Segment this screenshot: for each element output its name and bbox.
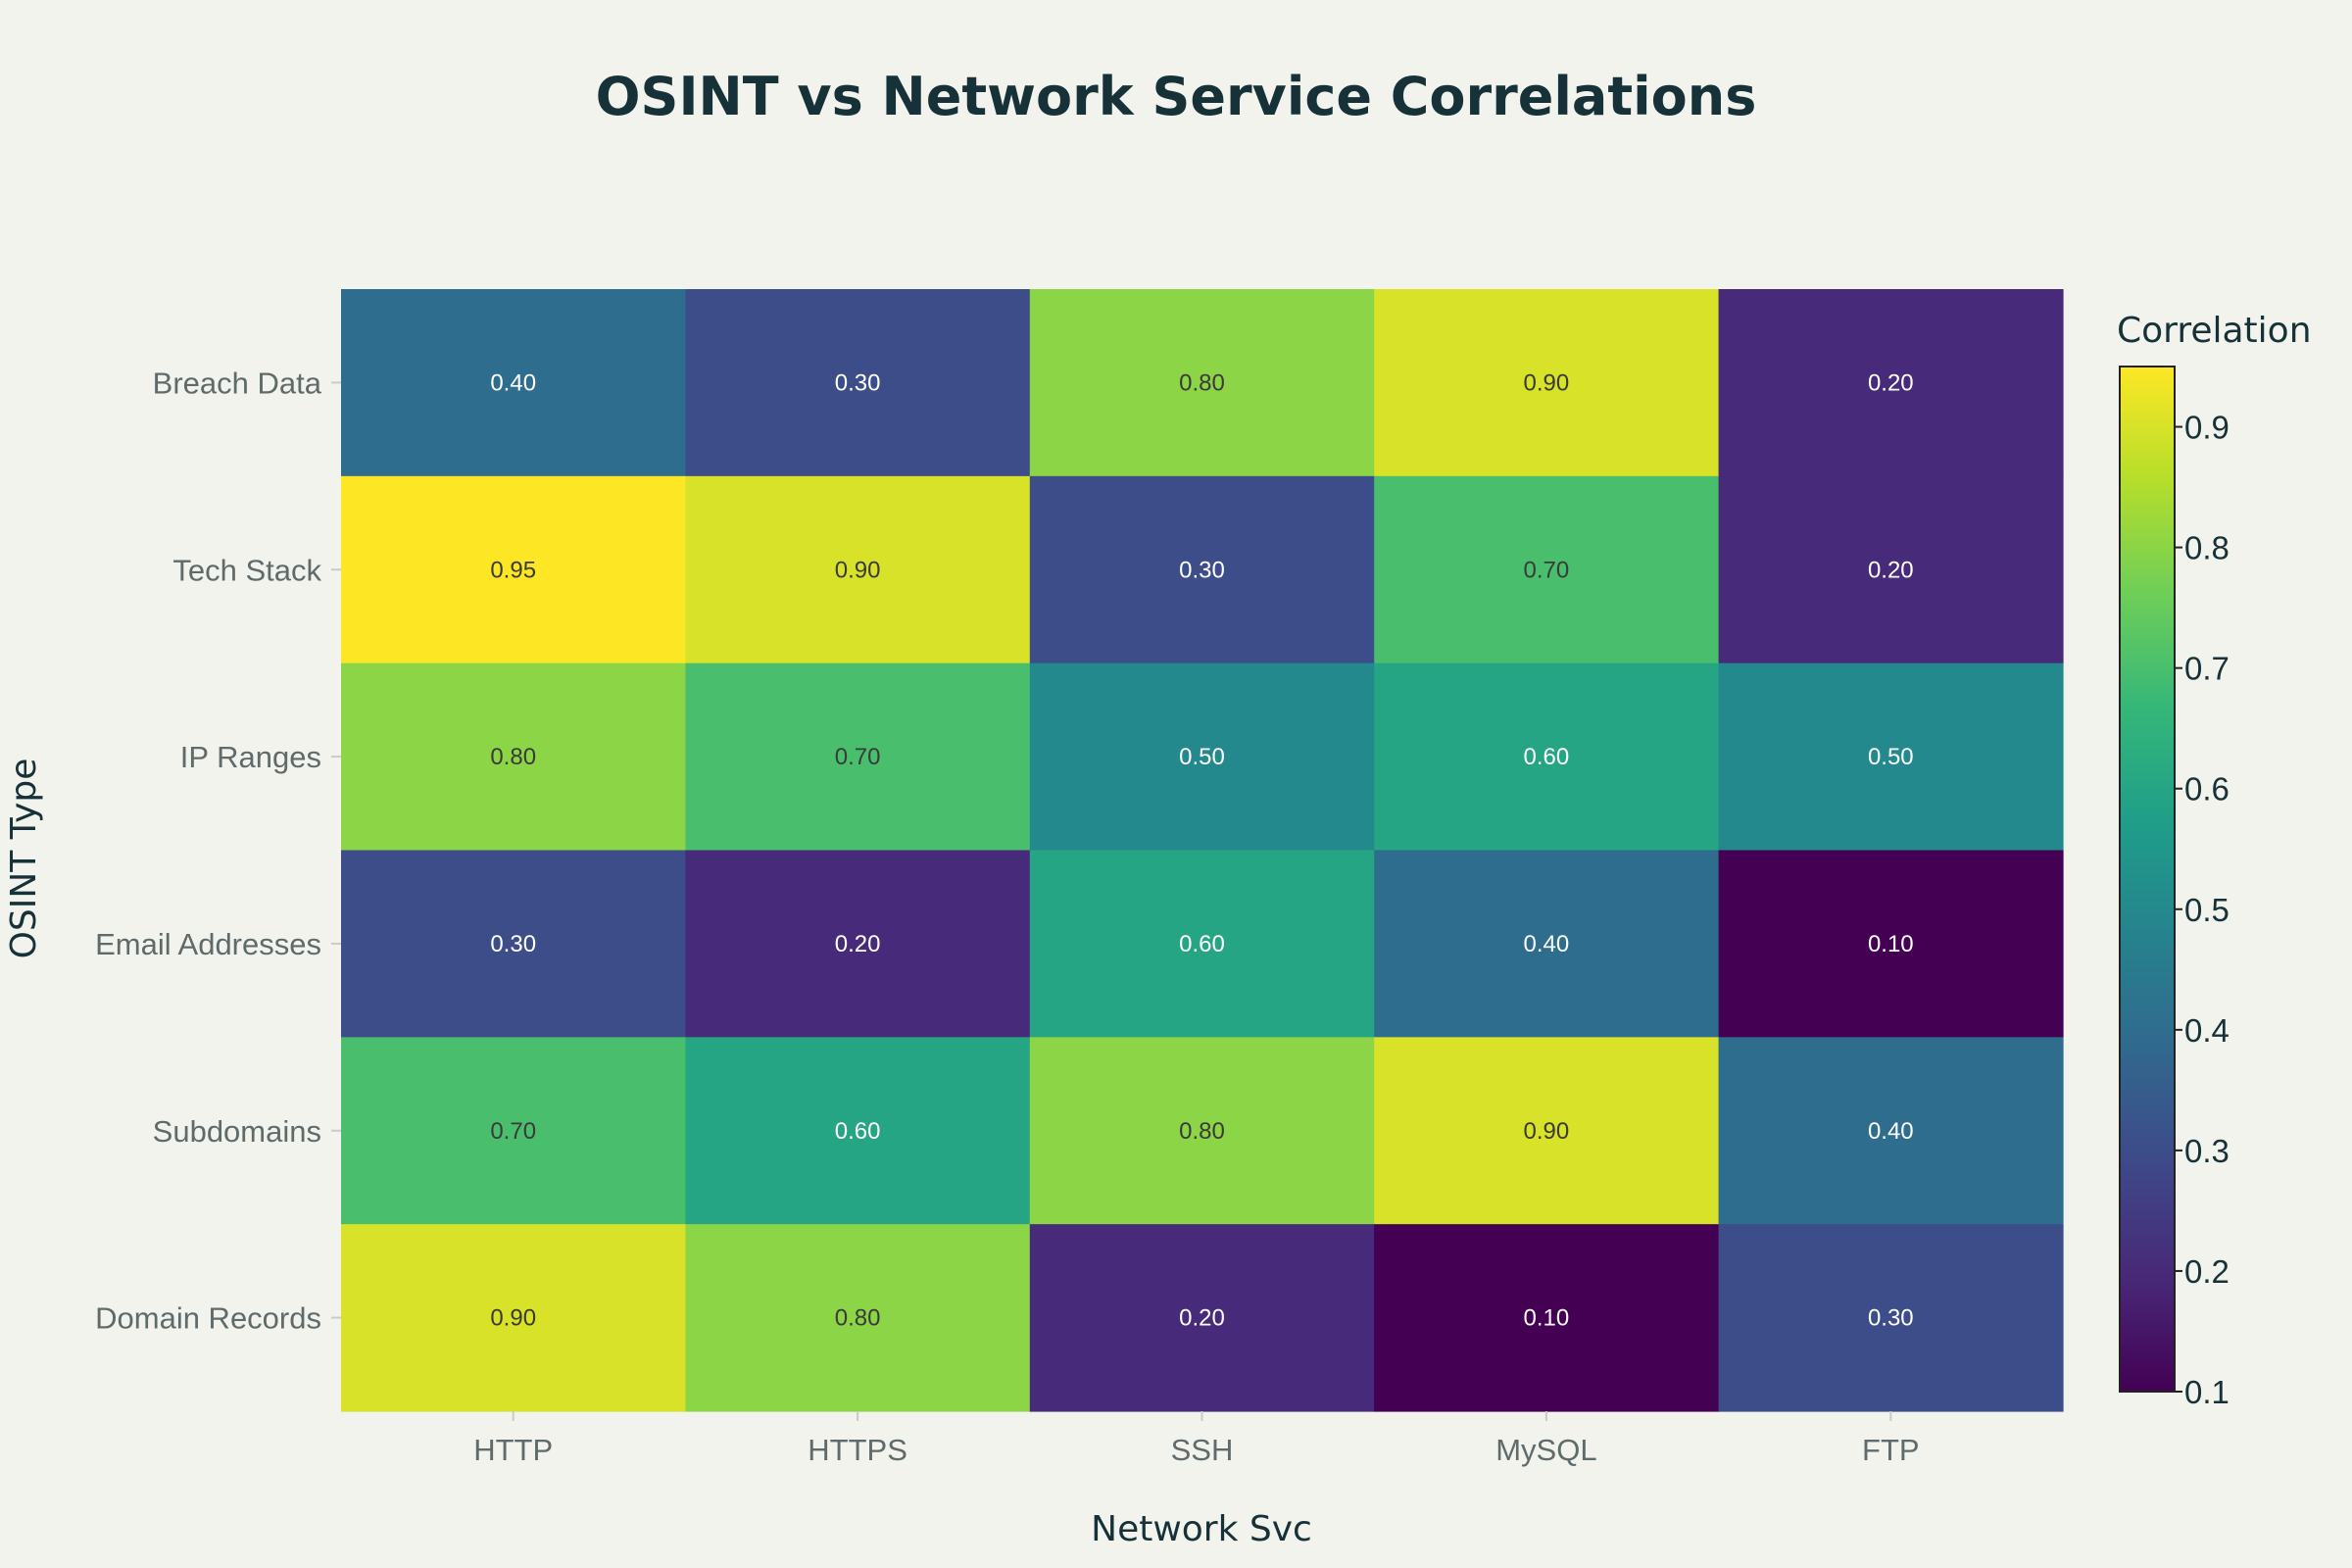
heatmap-cell xyxy=(685,1037,1031,1225)
cell-value-label: 0.80 xyxy=(1179,369,1225,396)
colorbar-tick-label: 0.1 xyxy=(2184,1374,2230,1410)
colorbar-ticks: 0.1 0.2 0.3 0.4 0.5 0.6 0.7 0.8 0.9 xyxy=(2175,410,2230,1410)
heatmap-cell xyxy=(1029,1224,1375,1412)
y-tick-label: Subdomains xyxy=(153,1114,321,1149)
colorbar-gradient xyxy=(2119,366,2176,1393)
cell-value-label: 0.20 xyxy=(1868,369,1914,396)
heatmap-cell xyxy=(341,475,686,664)
cell-value-label: 0.60 xyxy=(1524,744,1570,770)
y-tick-label: Breach Data xyxy=(153,366,322,400)
cell-value-label: 0.40 xyxy=(490,369,536,396)
heatmap-cell xyxy=(1029,289,1375,477)
colorbar-tick-label: 0.4 xyxy=(2184,1012,2230,1049)
x-tick-label: SSH xyxy=(1171,1433,1234,1467)
cell-value-label: 0.90 xyxy=(835,557,881,583)
colorbar-tick-label: 0.3 xyxy=(2184,1133,2230,1169)
colorbar: Correlation 0.1 0.2 0.3 0.4 0.5 0.6 0.7 0.8 0.9 xyxy=(2117,311,2312,1410)
y-tick-label: Email Addresses xyxy=(95,927,321,961)
heatmap-cell xyxy=(1374,289,1720,477)
heatmap-cell xyxy=(1029,850,1375,1038)
colorbar-title: Correlation xyxy=(2117,311,2312,351)
cell-value-label: 0.10 xyxy=(1868,931,1914,957)
colorbar-tick-label: 0.8 xyxy=(2184,530,2230,566)
heatmap-cell xyxy=(685,1224,1031,1412)
cell-value-label: 0.30 xyxy=(835,369,881,396)
heatmap-cell xyxy=(1374,1224,1720,1412)
cell-value-label: 0.30 xyxy=(1868,1305,1914,1332)
cell-value-label: 0.30 xyxy=(490,931,536,957)
cell-value-label: 0.70 xyxy=(1524,557,1570,583)
colorbar-tick-label: 0.5 xyxy=(2184,892,2230,928)
heatmap-cell xyxy=(1718,662,2064,852)
cell-value-label: 0.80 xyxy=(1179,1118,1225,1145)
heatmap-cell xyxy=(1718,475,2064,664)
cell-value-label: 0.60 xyxy=(835,1118,881,1145)
cell-value-label: 0.20 xyxy=(835,931,881,957)
y-tick-label: Domain Records xyxy=(95,1301,321,1336)
cell-value-label: 0.20 xyxy=(1179,1305,1225,1332)
cell-value-label: 0.90 xyxy=(1524,1118,1570,1145)
x-axis-title: Network Svc xyxy=(1091,1509,1312,1549)
y-tick-label: IP Ranges xyxy=(180,740,321,774)
chart-title: OSINT vs Network Service Correlations xyxy=(596,66,1757,127)
cell-value-label: 0.80 xyxy=(835,1305,881,1332)
cell-value-label: 0.40 xyxy=(1524,931,1570,957)
cell-value-label: 0.90 xyxy=(490,1305,536,1332)
x-tick-label: HTTPS xyxy=(808,1433,907,1467)
cell-value-label: 0.40 xyxy=(1868,1118,1914,1145)
y-tick-label: Tech Stack xyxy=(172,553,321,587)
heatmap-cell xyxy=(1029,1037,1375,1225)
cell-value-label: 0.10 xyxy=(1524,1305,1570,1332)
cell-value-label: 0.90 xyxy=(1524,369,1570,396)
heatmap-cell xyxy=(685,662,1031,852)
cell-value-label: 0.50 xyxy=(1179,744,1225,770)
cell-value-label: 0.80 xyxy=(490,744,536,770)
heatmap-cell xyxy=(1374,475,1720,664)
heatmap-cell xyxy=(1374,1037,1720,1225)
x-tick-label: FTP xyxy=(1862,1433,1920,1467)
heatmap-cell xyxy=(341,1037,686,1225)
x-tick-label: HTTP xyxy=(473,1433,553,1467)
cell-value-label: 0.30 xyxy=(1179,557,1225,583)
heatmap-cell xyxy=(1374,850,1720,1038)
colorbar-tick-label: 0.6 xyxy=(2184,771,2230,808)
cell-value-label: 0.95 xyxy=(490,557,536,583)
heatmap-cell xyxy=(341,289,686,477)
x-axis-ticks: HTTP HTTPS SSH MySQL FTP xyxy=(473,1411,1920,1467)
heatmap-cell xyxy=(341,662,686,852)
heatmap-cell xyxy=(685,850,1031,1038)
colorbar-tick-label: 0.9 xyxy=(2184,410,2230,446)
heatmap-cell xyxy=(1029,475,1375,664)
y-axis-title: OSINT Type xyxy=(4,759,44,959)
cell-value-label: 0.70 xyxy=(490,1118,536,1145)
heatmap-cells: 0.40 0.30 0.80 0.90 0.20 0.95 0.90 0.30 0.70 0.20… xyxy=(341,289,2064,1412)
cell-value-label: 0.50 xyxy=(1868,744,1914,770)
heatmap-cell xyxy=(1718,850,2064,1038)
heatmap-cell xyxy=(341,850,686,1038)
cell-value-label: 0.20 xyxy=(1868,557,1914,583)
heatmap-cell xyxy=(685,289,1031,477)
heatmap-cell xyxy=(1718,1037,2064,1225)
heatmap-cell xyxy=(1718,1224,2064,1412)
heatmap-cell xyxy=(685,475,1031,664)
heatmap-cell xyxy=(1029,662,1375,852)
colorbar-tick-label: 0.7 xyxy=(2184,651,2230,687)
cell-value-label: 0.70 xyxy=(835,744,881,770)
heatmap-cell xyxy=(1374,662,1720,852)
cell-value-label: 0.60 xyxy=(1179,931,1225,957)
colorbar-tick-label: 0.2 xyxy=(2184,1253,2230,1290)
x-tick-label: MySQL xyxy=(1495,1433,1596,1467)
heatmap-cell xyxy=(1718,289,2064,477)
heatmap-cell xyxy=(341,1224,686,1412)
